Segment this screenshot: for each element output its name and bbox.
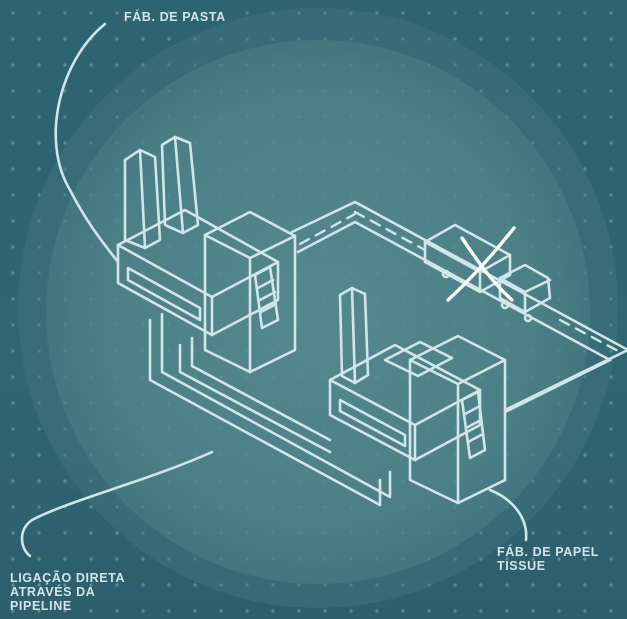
pipeline-label: LIGAÇÃO DIRETA ATRAVÉS DA PIPELINE (10, 571, 125, 613)
tissue-mill-label-line-2: TISSUE (497, 559, 599, 573)
pulp-mill-label: FÁB. DE PASTA (124, 10, 226, 24)
tissue-mill-label: FÁB. DE PAPEL TISSUE (497, 545, 599, 573)
pipeline-label-line-2: ATRAVÉS DA (10, 585, 125, 599)
tissue-mill-label-line-1: FÁB. DE PAPEL (497, 545, 599, 559)
pipeline-label-line-1: LIGAÇÃO DIRETA (10, 571, 125, 585)
pipeline-label-line-3: PIPELINE (10, 599, 125, 613)
